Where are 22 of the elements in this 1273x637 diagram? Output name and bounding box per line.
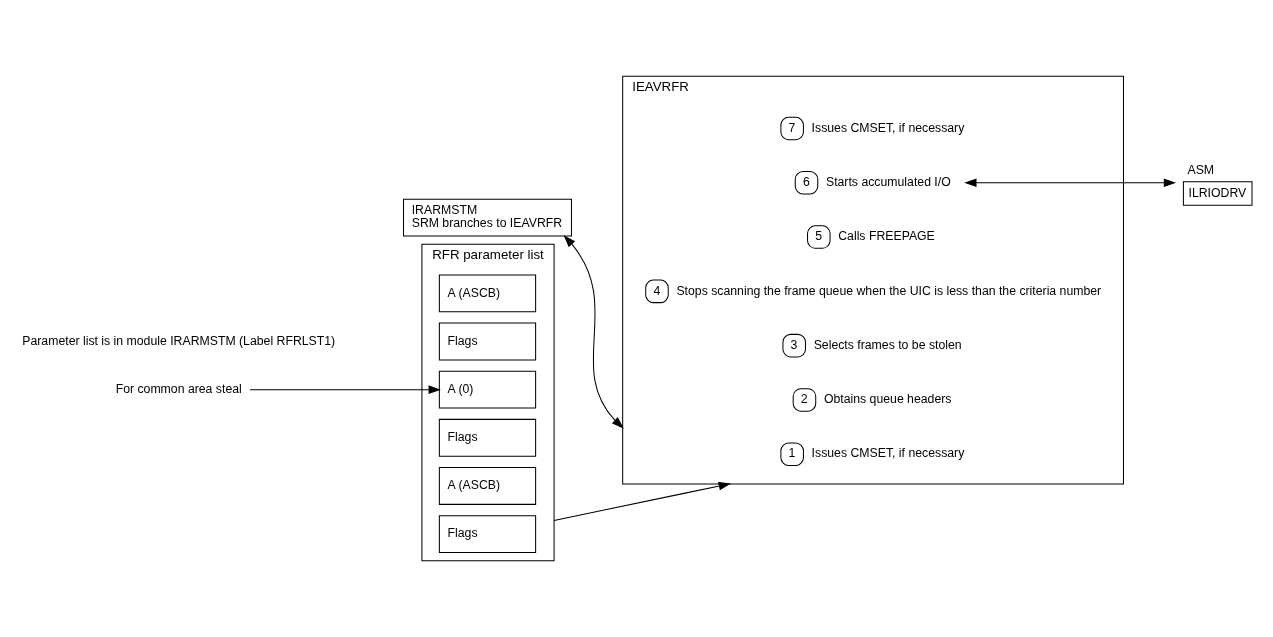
node-box: A (ASCB): [438, 274, 537, 313]
node-box: ILRIODRV: [1182, 181, 1253, 206]
arrow: [249, 385, 441, 394]
node-box: Flags: [438, 515, 537, 554]
node-label: Issues CMSET, if necessary: [811, 120, 965, 135]
node-label: Calls FREEPAGE: [838, 229, 935, 244]
node-box: IRARMSTM SRM branches to IEAVRFR: [403, 198, 572, 237]
node-box: Flags: [438, 418, 537, 457]
node-label: Stops scanning the frame queue when the UIC is less than the criteria number: [676, 283, 1102, 298]
label: Parameter list is in module IRARMSTM (Label RFRLST1): [22, 333, 336, 348]
node-box: Flags: [438, 322, 537, 361]
arrow: [964, 178, 1177, 188]
node-label: Selects frames to be stolen: [813, 337, 962, 352]
node-label: Obtains queue headers: [823, 392, 952, 407]
node-label: ASM: [1187, 163, 1215, 178]
node-label: Issues CMSET, if necessary: [811, 446, 965, 461]
node-label: Starts accumulated I/O: [825, 174, 951, 189]
node-text: For common area steal: [115, 381, 242, 396]
node-box: A (0): [438, 370, 537, 409]
arrow: [563, 235, 624, 429]
node-box: A (ASCB): [438, 467, 537, 505]
arrow: [553, 481, 731, 521]
